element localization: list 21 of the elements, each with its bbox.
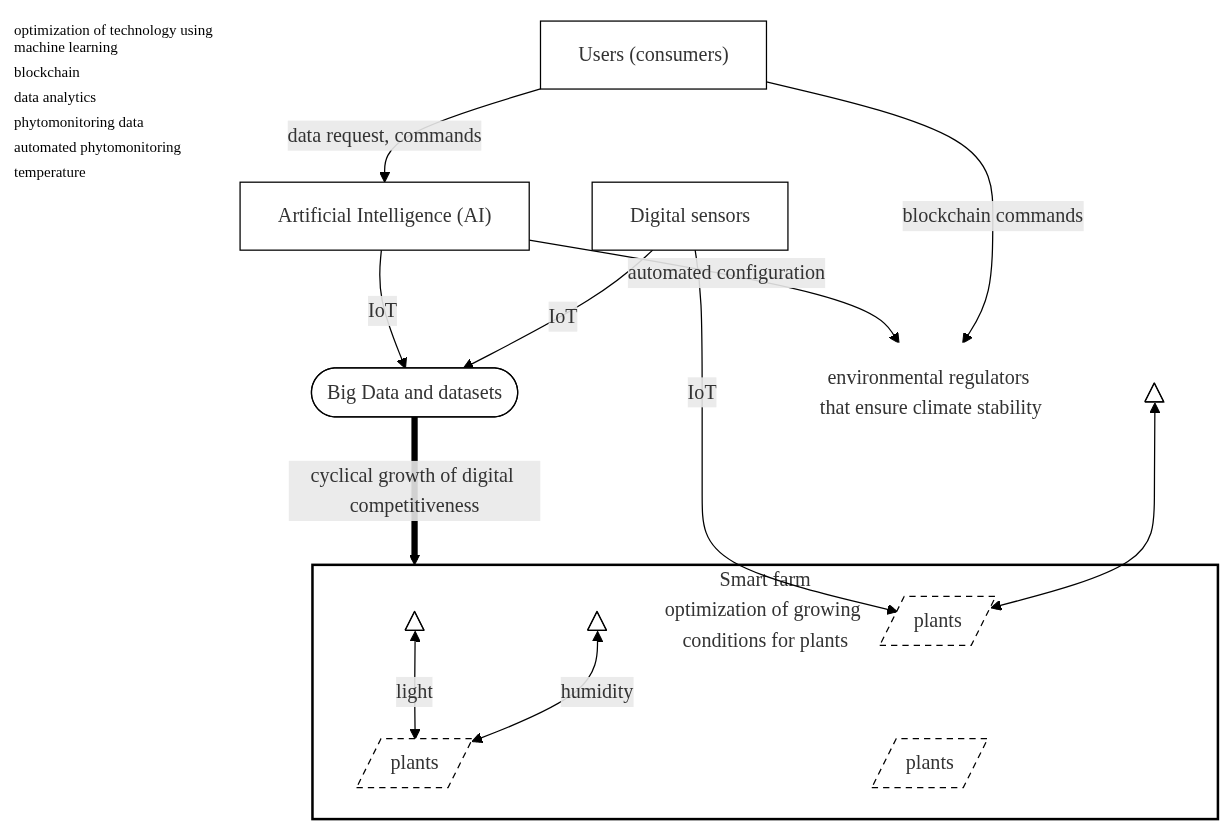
arrow (462, 249, 654, 369)
note-text: phytomonitoring data (14, 114, 145, 131)
arrow (990, 402, 1161, 611)
edge-label: blockchain commands (902, 204, 1084, 227)
edge-label: cyclical growth of digital competitiveness (310, 464, 514, 516)
note-text: optimization of technology using machine learning (14, 22, 214, 56)
node-text: environmental regulators that ensure climate stability (819, 365, 1042, 418)
node-box: Digital sensors (591, 181, 789, 251)
note-text: automated phytomonitoring (14, 139, 183, 156)
edge-label: IoT (368, 299, 398, 321)
edge-label: IoT (548, 305, 578, 327)
edge-label: humidity (560, 680, 634, 702)
node-box: Artificial Intelligence (AI) (239, 181, 530, 251)
edge-label: automated configuration (627, 261, 826, 283)
edge-label: IoT (687, 380, 717, 403)
node-box: Users (consumers) (539, 20, 768, 90)
edge-label: data request, commands (287, 124, 482, 146)
note-text: blockchain (14, 64, 81, 81)
note-text: temperature (14, 164, 87, 181)
edge-label: light (396, 680, 434, 702)
note-text: data analytics (14, 89, 98, 106)
